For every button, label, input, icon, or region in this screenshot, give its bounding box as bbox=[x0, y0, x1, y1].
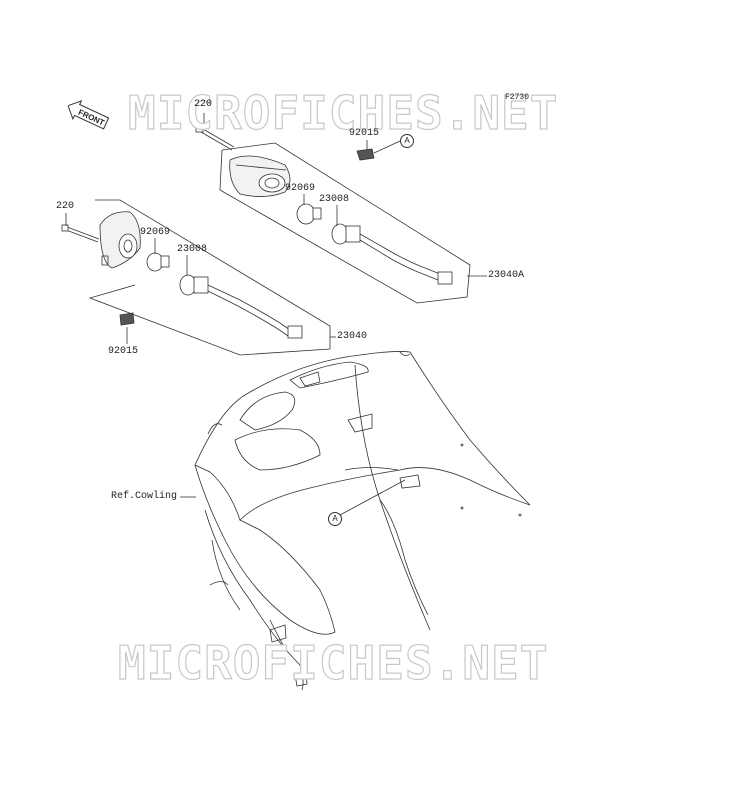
bolt-upper bbox=[195, 125, 235, 151]
ref-a-cowling: A bbox=[328, 512, 342, 526]
leader-a-top bbox=[373, 140, 401, 154]
watermark-top: MICROFICHES.NET bbox=[127, 86, 559, 140]
watermark-bottom: MICROFICHES.NET bbox=[117, 636, 549, 690]
bolt-lower bbox=[61, 224, 100, 243]
callout-92015-upper: 92015 bbox=[349, 128, 380, 139]
bulb-lower bbox=[146, 252, 170, 272]
clip-lower bbox=[119, 312, 135, 326]
assembly-frame-left bbox=[88, 199, 331, 356]
callout-92069-lower: 92069 bbox=[140, 227, 171, 238]
socket-wire-upper bbox=[331, 223, 453, 285]
lens-housing-right bbox=[229, 155, 291, 197]
clip-upper bbox=[356, 148, 375, 161]
bulb-upper bbox=[296, 203, 322, 225]
callout-23008-upper: 23008 bbox=[319, 194, 350, 205]
socket-wire-lower bbox=[179, 274, 303, 339]
assembly-frame-right bbox=[219, 142, 471, 304]
callout-23040: 23040 bbox=[337, 331, 368, 342]
callout-220-lower: 220 bbox=[56, 201, 75, 212]
callout-23040A: 23040A bbox=[488, 270, 525, 281]
leader-a-cowl bbox=[339, 479, 406, 516]
callout-ref-cowling: Ref.Cowling bbox=[111, 491, 178, 502]
callout-220-upper: 220 bbox=[194, 99, 213, 110]
ref-a-top: A bbox=[400, 134, 414, 148]
figure-code: F2730 bbox=[505, 93, 530, 102]
front-arrow-icon: FRONT bbox=[63, 96, 112, 135]
lens-housing-left bbox=[99, 211, 141, 269]
callout-23008-lower: 23008 bbox=[177, 244, 208, 255]
cowling-outline bbox=[194, 351, 531, 691]
callout-92069-upper: 92069 bbox=[285, 183, 316, 194]
callout-92015-lower: 92015 bbox=[108, 346, 139, 357]
